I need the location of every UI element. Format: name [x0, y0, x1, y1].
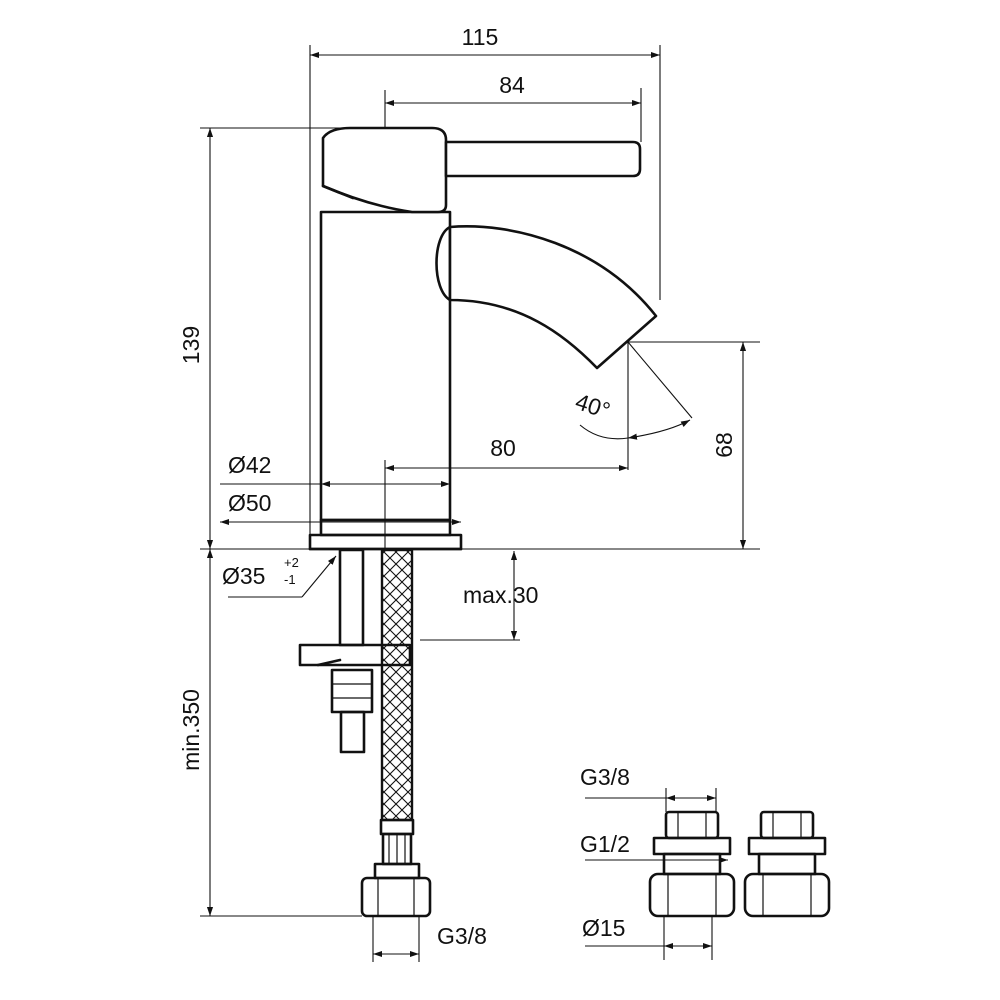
base-diameter-label: Ø50 — [228, 490, 271, 516]
overall-width-label: 115 — [462, 24, 499, 50]
adapter-pipe-diameter-label: Ø15 — [582, 915, 625, 941]
mounting-fittings — [298, 548, 412, 754]
height-label: 139 — [178, 326, 204, 364]
adapter-fitting-left — [648, 810, 736, 918]
dimension-lines — [206, 51, 747, 958]
spray-angle-label: 40° — [572, 388, 613, 423]
lever-reach-label: 84 — [499, 72, 525, 98]
body-diameter-label: Ø42 — [228, 452, 271, 478]
hole-diameter-label: Ø35 — [222, 563, 265, 589]
min-hose-length-label: min.350 — [178, 689, 204, 771]
adapter-thread-top-label: G3/8 — [580, 764, 630, 790]
max-deck-thickness-label: max.30 — [463, 582, 538, 608]
extension-lines — [200, 45, 760, 962]
adapter-thread-middle-label: G1/2 — [580, 831, 630, 857]
hole-tolerance-upper: +2 — [284, 555, 299, 570]
adapter-fitting-right — [743, 810, 831, 918]
hose-connection-label: G3/8 — [437, 923, 487, 949]
hole-tolerance-lower: -1 — [284, 572, 296, 587]
braided-hose — [360, 548, 432, 918]
tap-body — [308, 126, 658, 551]
spout-height-label: 68 — [711, 432, 737, 458]
spout-reach-label: 80 — [490, 435, 516, 461]
